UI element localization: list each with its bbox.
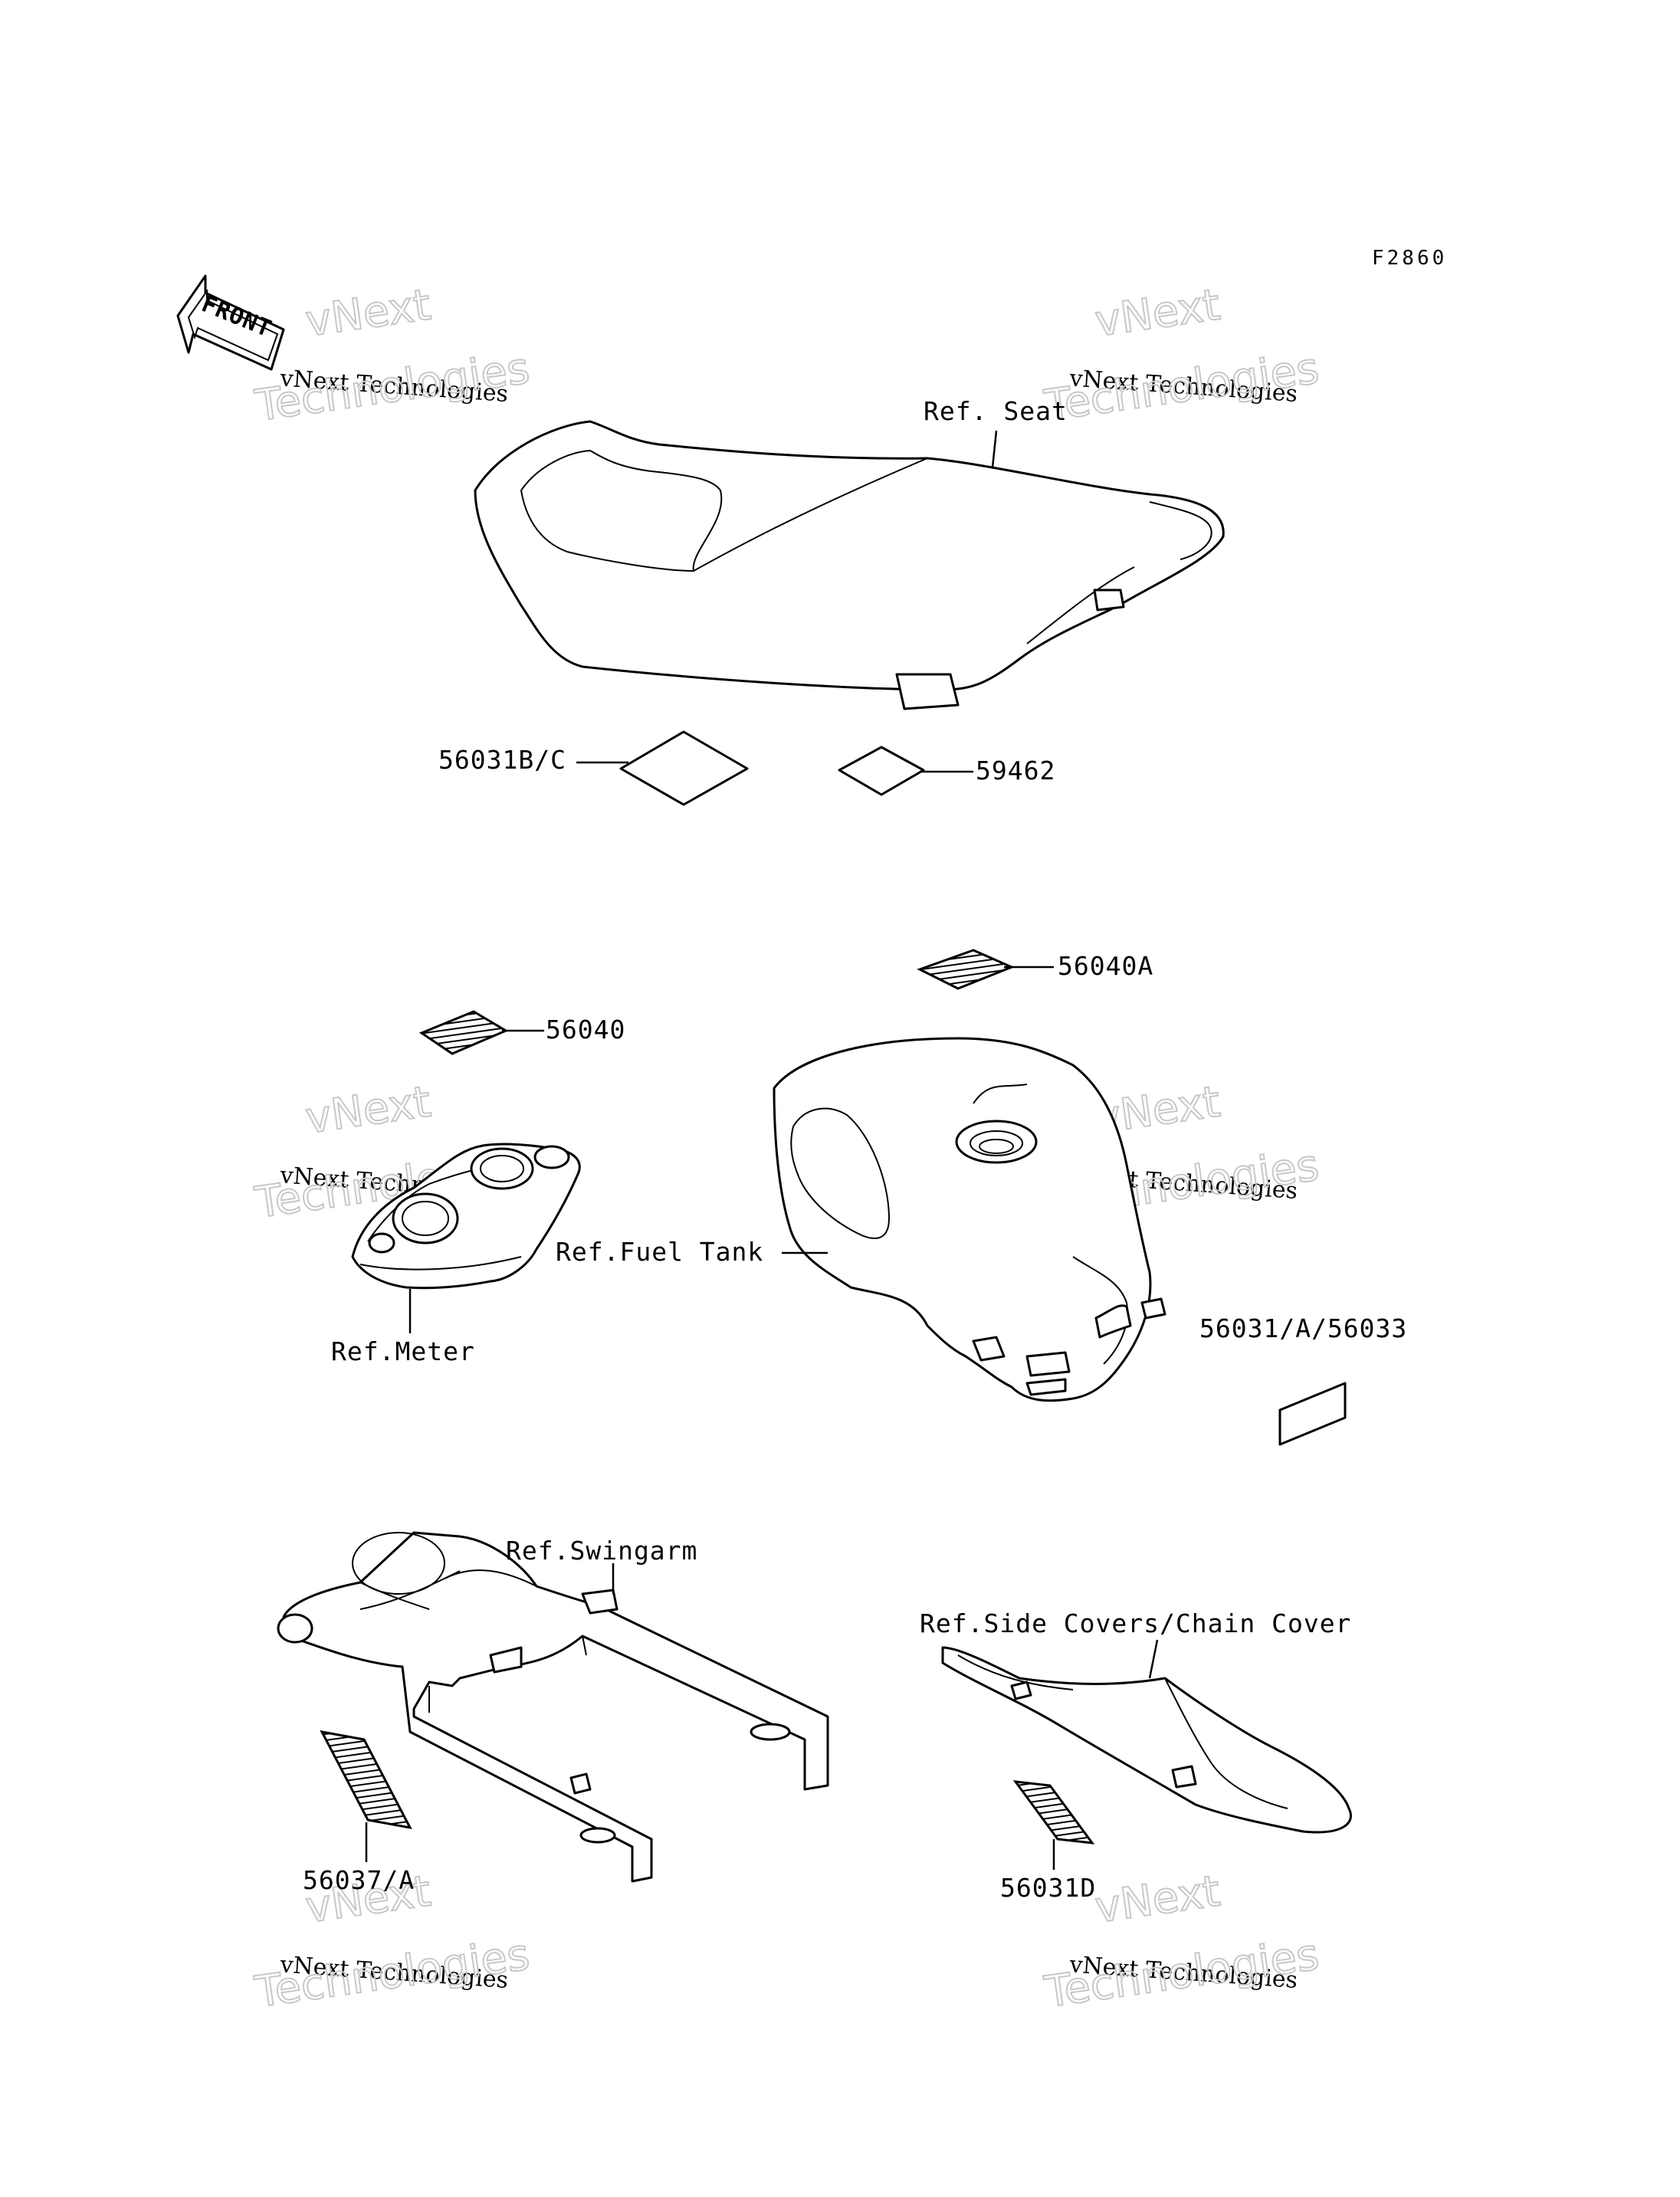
figure-code: F2860 bbox=[1372, 247, 1447, 270]
seat-decal-right bbox=[838, 746, 925, 796]
seat-decal-left-label: 56031B/C bbox=[438, 745, 566, 775]
watermark-top-right: vNext vNext Technologies Technologies bbox=[1041, 279, 1323, 431]
seat-illustration bbox=[474, 420, 1225, 710]
decal-chain-cover-label: 56031D bbox=[1000, 1873, 1096, 1903]
watermark-brand-large: Technologies bbox=[252, 1930, 533, 2018]
watermark-brand-large: Technologies bbox=[252, 343, 533, 431]
seat-decal-left bbox=[619, 730, 749, 806]
decal-56040-label: 56040 bbox=[546, 1015, 625, 1044]
front-arrow-icon: FRONT bbox=[176, 274, 285, 371]
decal-56040a-label: 56040A bbox=[1058, 951, 1153, 981]
chain-cover-callout: Ref.Side Covers/Chain Cover bbox=[920, 1608, 1351, 1638]
decal-56040a bbox=[917, 949, 1015, 990]
decal-swingarm-label: 56037/A bbox=[303, 1865, 415, 1895]
fuel-tank-illustration bbox=[773, 1037, 1166, 1402]
watermark-brand: vNext bbox=[1092, 1866, 1223, 1933]
watermark-brand-large: Technologies bbox=[1042, 1930, 1322, 2018]
swingarm-illustration bbox=[277, 1531, 829, 1883]
swingarm-callout: Ref.Swingarm bbox=[506, 1536, 697, 1566]
meter-illustration bbox=[351, 1143, 581, 1290]
meter-callout: Ref.Meter bbox=[331, 1336, 475, 1366]
chain-cover-leader bbox=[1148, 1639, 1159, 1679]
decal-chain-cover bbox=[1012, 1780, 1095, 1844]
decal-tank-label: 56031/A/56033 bbox=[1199, 1313, 1407, 1343]
watermark-brand: vNext bbox=[303, 1077, 434, 1143]
watermark-brand: vNext bbox=[1092, 280, 1223, 346]
decal-56040 bbox=[418, 1010, 509, 1055]
decal-swingarm bbox=[320, 1730, 412, 1830]
seat-leader bbox=[991, 430, 998, 468]
watermark-brand: vNext bbox=[303, 280, 434, 346]
watermark-brand-large: Technologies bbox=[1042, 343, 1322, 431]
fuel-tank-callout: Ref.Fuel Tank bbox=[556, 1237, 763, 1267]
watermark-top-left: vNext vNext Technologies Technologies bbox=[251, 279, 533, 431]
seat-decal-right-label: 59462 bbox=[976, 756, 1055, 785]
chain-cover-illustration bbox=[941, 1646, 1352, 1834]
seat-callout: Ref. Seat bbox=[924, 396, 1068, 426]
decal-tank bbox=[1278, 1382, 1347, 1446]
